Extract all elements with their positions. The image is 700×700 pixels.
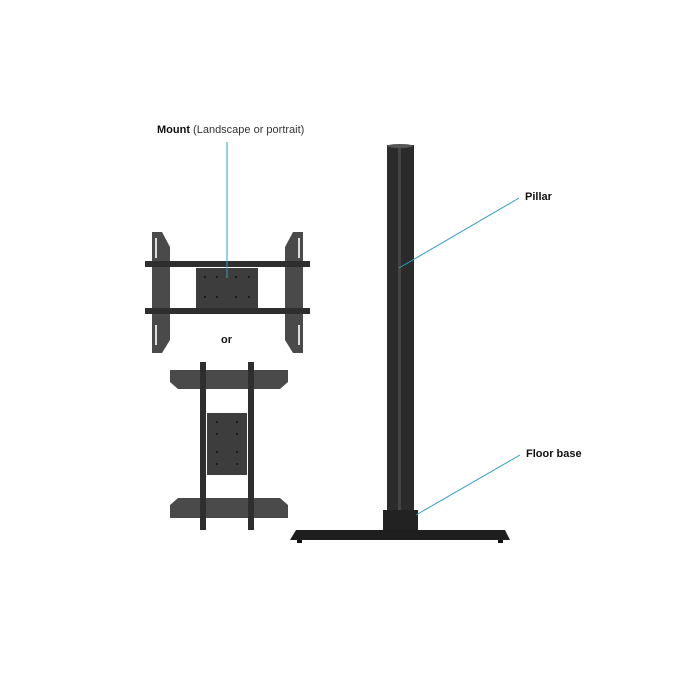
pillar <box>387 144 414 530</box>
floor-base <box>290 510 510 543</box>
floor-base-leader-line <box>415 454 521 516</box>
mount-label-detail: (Landscape or portrait) <box>193 124 305 136</box>
floor-base-label: Floor base <box>526 448 582 460</box>
or-label: or <box>221 334 232 346</box>
portrait-mount <box>170 362 288 530</box>
pillar-label: Pillar <box>525 191 552 203</box>
mount-label: Mount (Landscape or portrait) <box>157 124 304 136</box>
pillar-leader-line <box>398 197 520 269</box>
mount-label-bold: Mount <box>157 124 190 136</box>
